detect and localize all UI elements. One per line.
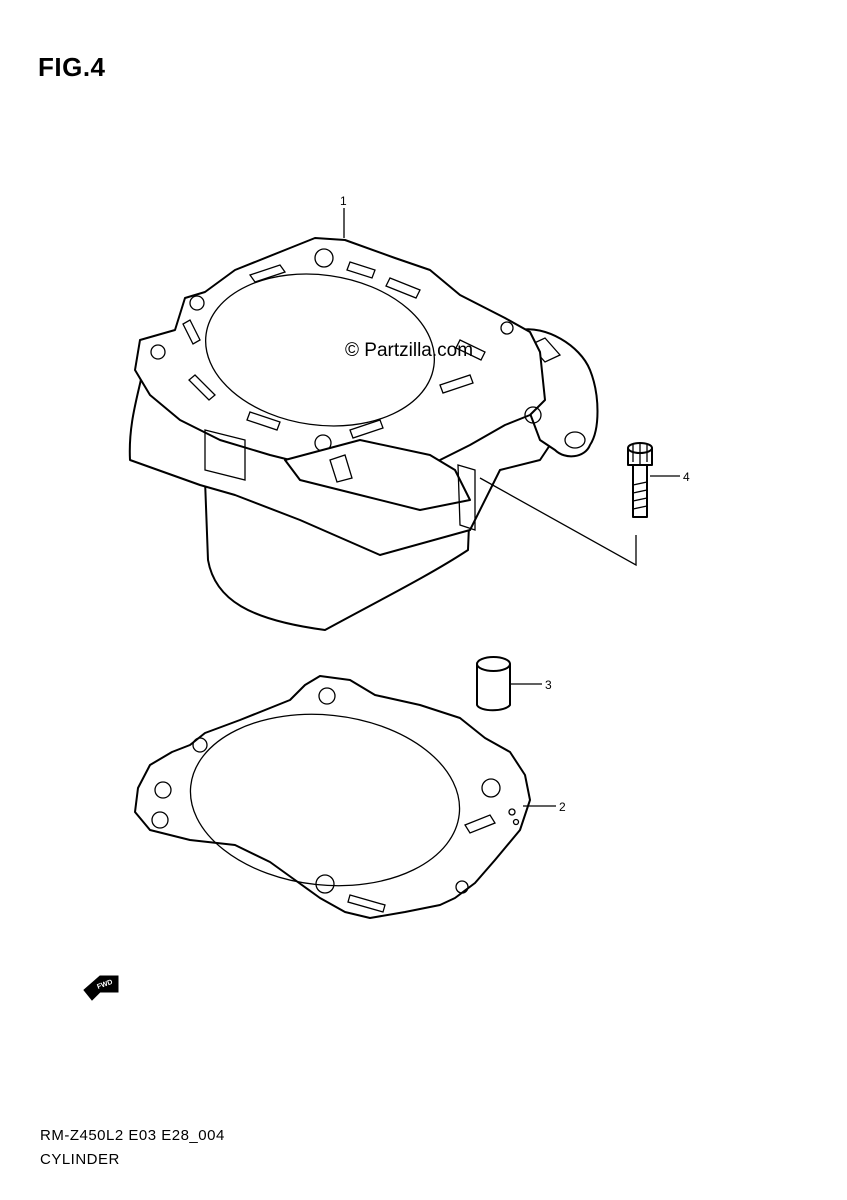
callout-1-number: 1	[340, 194, 347, 208]
bolt-leader-line	[479, 477, 637, 567]
callout-4: 4	[650, 470, 690, 484]
dowel-pin-part[interactable]	[476, 656, 511, 712]
callout-3: 3	[511, 678, 552, 692]
cylinder-gasket-part[interactable]	[134, 675, 531, 919]
model-code: RM-Z450L2 E03 E28_004	[40, 1127, 225, 1144]
callout-3-number: 3	[545, 678, 552, 692]
fwd-arrow-icon: FWD	[83, 975, 119, 1001]
figure-title: FIG.4	[38, 52, 106, 82]
callout-2-number: 2	[559, 800, 566, 814]
bolt-part[interactable]	[627, 442, 653, 518]
callout-4-number: 4	[683, 470, 690, 484]
callout-1: 1	[340, 194, 347, 238]
watermark: © Partzilla.com	[345, 340, 474, 361]
section-name: CYLINDER	[40, 1151, 120, 1168]
callout-2: 2	[523, 800, 566, 814]
cylinder-part[interactable]	[128, 237, 599, 631]
